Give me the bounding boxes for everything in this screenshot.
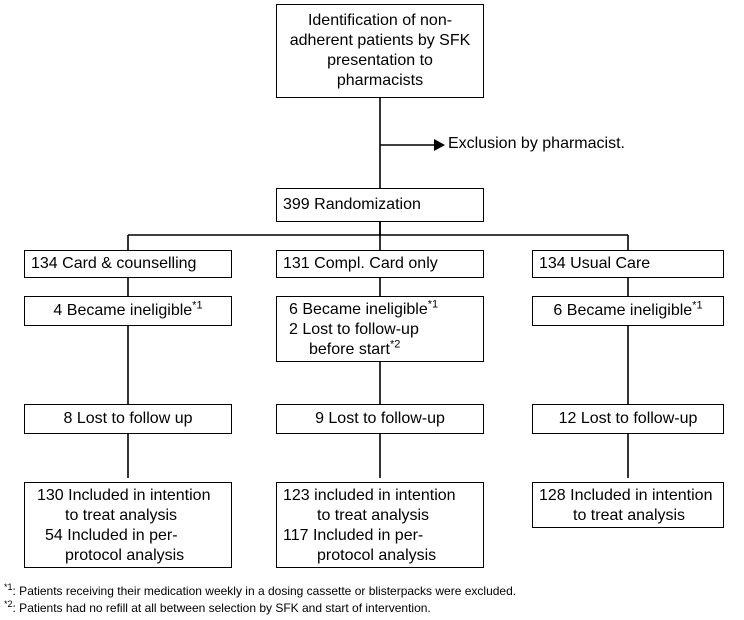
exclusion-label: Exclusion by pharmacist. — [448, 135, 625, 152]
footnote-marker: *2 — [389, 338, 401, 351]
arm-header-usual-care: 134 Usual Care — [532, 250, 724, 278]
arm-header-card-counselling: 134 Card & counselling — [24, 250, 232, 278]
included-line: to treat analysis — [573, 507, 686, 524]
lost-text: 12 Lost to follow-up — [558, 410, 698, 427]
included-line: 130 Included in intention — [37, 487, 211, 504]
included-line: to treat analysis — [317, 507, 430, 524]
ineligible-line: 2 Lost to follow-up — [289, 321, 419, 338]
ineligible-text: 6 Became ineligible — [553, 302, 693, 319]
ineligible-text: 6 Became ineligible — [289, 301, 428, 318]
lost-box-arm1: 8 Lost to follow up — [24, 404, 232, 434]
footnote-marker: *1 — [192, 299, 203, 312]
arm-header-label: 131 Compl. Card only — [283, 255, 438, 272]
exclusion-arrowhead — [434, 139, 445, 151]
identification-line: presentation to — [327, 52, 433, 69]
footnote-text: : Patients had no refill at all between … — [12, 601, 431, 615]
ineligible-box-arm3: 6 Became ineligible*1 — [532, 296, 724, 326]
included-line: to treat analysis — [65, 507, 178, 524]
included-box-arm2: 123 included in intention to treat analy… — [276, 482, 484, 568]
included-box-arm1: 130 Included in intention to treat analy… — [24, 482, 232, 568]
ineligible-line: before start*2 — [283, 338, 483, 360]
identification-line: Identification of non- — [307, 12, 453, 29]
included-line: protocol analysis — [65, 547, 185, 564]
ineligible-box-arm2: 6 Became ineligible*1 2 Lost to follow-u… — [276, 296, 484, 362]
arm-header-label: 134 Usual Care — [539, 255, 651, 272]
included-box-arm3: 128 Included in intention to treat analy… — [532, 482, 724, 528]
footnote-text: : Patients receiving their medication we… — [12, 584, 517, 598]
identification-line: adherent patients by SFK — [289, 32, 471, 49]
ineligible-text: before start — [309, 341, 390, 358]
lost-box-arm2: 9 Lost to follow-up — [276, 404, 484, 434]
footnote-marker: *1 — [427, 298, 439, 311]
ineligible-box-arm1: 4 Became ineligible*1 — [24, 296, 232, 326]
footnote-marker: *2 — [4, 599, 13, 609]
included-line: 123 included in intention — [283, 487, 456, 504]
arm-header-compl-card: 131 Compl. Card only — [276, 250, 484, 278]
ineligible-text: 4 Became ineligible — [53, 302, 193, 319]
arm-header-label: 134 Card & counselling — [31, 255, 197, 272]
footnote-1: *1: Patients receiving their medication … — [4, 582, 517, 599]
lost-box-arm3: 12 Lost to follow-up — [532, 404, 724, 434]
included-line: 117 Included in per- — [283, 527, 424, 544]
included-line: 128 Included in intention — [539, 487, 713, 504]
footnote-2: *2: Patients had no refill at all betwee… — [4, 599, 431, 616]
identification-box: Identification of non- adherent patients… — [276, 4, 484, 98]
included-line: 54 Included in per- — [45, 527, 178, 544]
lost-text: 9 Lost to follow-up — [315, 410, 445, 427]
lost-text: 8 Lost to follow up — [63, 410, 193, 427]
included-line: protocol analysis — [317, 547, 437, 564]
footnote-marker: *1 — [692, 299, 703, 312]
randomization-label: 399 Randomization — [283, 196, 421, 213]
randomization-box: 399 Randomization — [276, 188, 484, 222]
footnote-marker: *1 — [4, 582, 13, 592]
identification-line: pharmacists — [336, 72, 424, 89]
ineligible-line: 6 Became ineligible*1 — [283, 298, 483, 320]
